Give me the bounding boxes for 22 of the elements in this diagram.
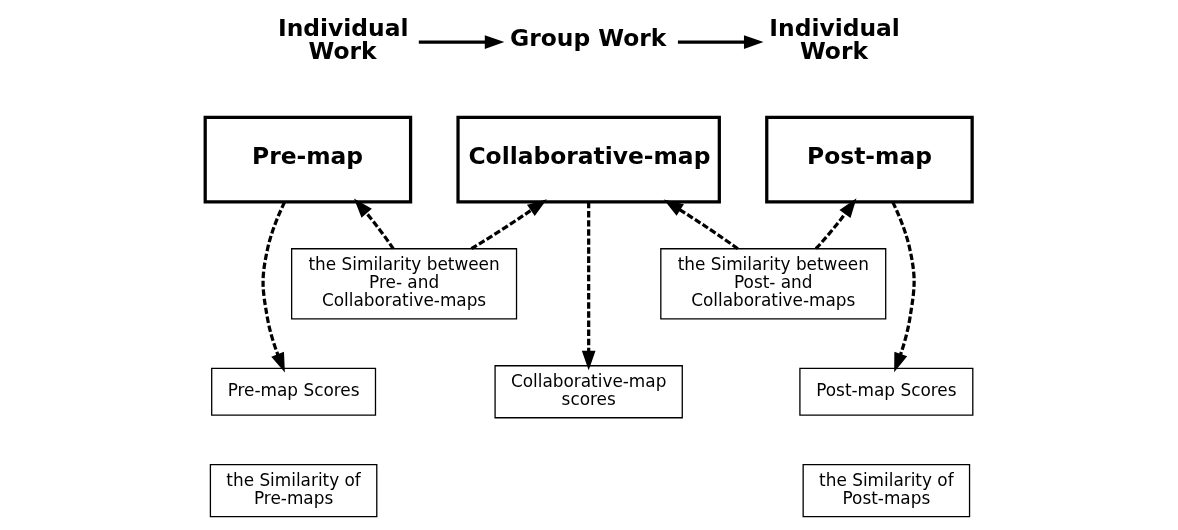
node-box: the Similarity between Post- and Collaborative-maps	[660, 248, 887, 320]
node-text: Group Work	[510, 24, 667, 53]
arrow	[581, 202, 596, 371]
node-box: the Similarity between Pre- and Collaborative-maps	[291, 248, 518, 320]
node-box: Collaborative-map scores	[494, 365, 683, 419]
node-box: Pre-map Scores	[211, 367, 377, 416]
node-box: Collaborative-map	[456, 115, 721, 204]
node-box: Post-map	[765, 115, 974, 204]
arrow	[418, 35, 505, 49]
arrow	[663, 199, 739, 251]
arrow	[891, 201, 916, 373]
node-box: Post-map Scores	[799, 367, 974, 416]
arrow	[261, 201, 287, 373]
arrow	[470, 199, 547, 251]
node-box: Pre-map	[203, 115, 413, 204]
node-text: Individual Work	[769, 14, 900, 66]
arrow	[353, 198, 395, 250]
node-text: Individual Work	[277, 14, 409, 66]
node-box: the Similarity of Post-maps	[802, 463, 971, 518]
arrow	[814, 198, 857, 250]
arrow	[677, 35, 764, 49]
node-box: the Similarity of Pre-maps	[209, 463, 378, 518]
